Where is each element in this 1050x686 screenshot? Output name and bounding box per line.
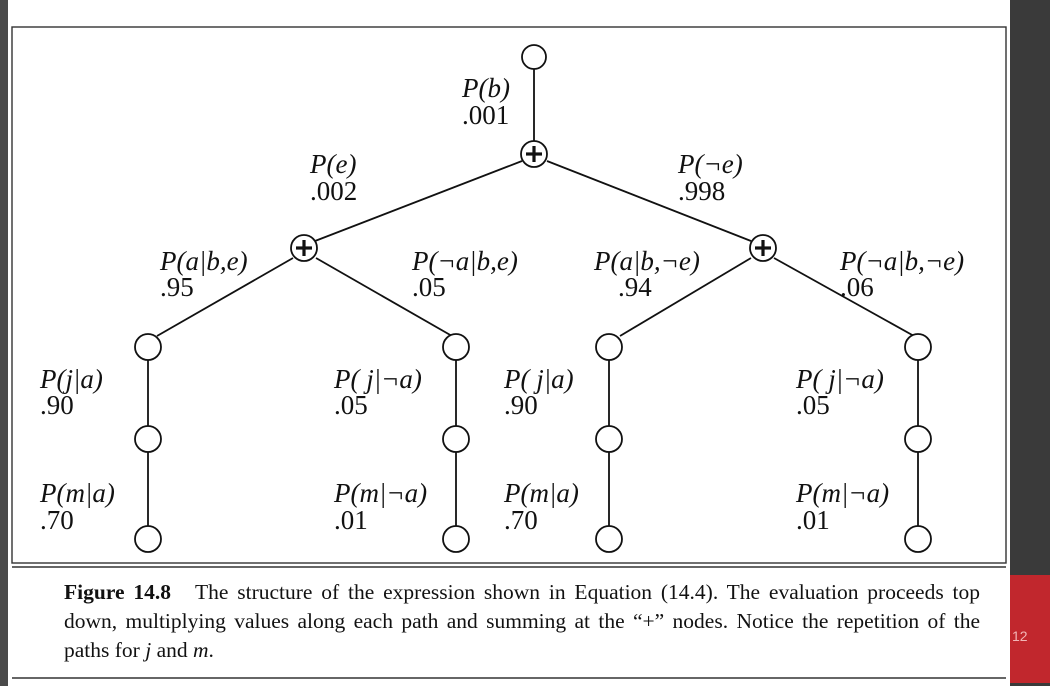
node-j-1 [134, 425, 162, 453]
label-not-a-given-b-not-e-value: .06 [840, 272, 874, 302]
label-m-given-a-value-2: .70 [504, 505, 538, 535]
node-j-2 [442, 425, 470, 453]
tree-edges [147, 69, 919, 526]
caption-and: and [151, 638, 193, 662]
label-j-given-a-term-1: P(j|a) [39, 364, 103, 394]
node-a-1 [134, 333, 162, 361]
caption-end: . [208, 638, 214, 662]
node-a-3 [595, 333, 623, 361]
node-a-2 [442, 333, 470, 361]
figure-frame [11, 26, 1007, 564]
label-j-given-a-term-2: P( j|a) [503, 364, 574, 394]
label-j-given-a-value-1: .90 [40, 390, 74, 420]
label-m-given-a-value-1: .70 [40, 505, 74, 535]
label-e-term: P(e) [309, 149, 356, 179]
label-not-e-term: P(¬e) [677, 149, 743, 179]
label-not-a-given-b-e-term: P(¬a|b,e) [411, 246, 518, 276]
node-m-3 [595, 525, 623, 553]
label-j-given-not-a-term-2: P( j|¬a) [795, 364, 884, 394]
caption-text: The structure of the expression shown in… [64, 580, 980, 662]
label-a-given-b-e-value: .95 [160, 272, 194, 302]
node-a-4 [904, 333, 932, 361]
label-j-given-not-a-value-1: .05 [334, 390, 368, 420]
figure-label: Figure 14.8 [64, 580, 171, 604]
label-m-given-not-a-value-1: .01 [334, 505, 368, 535]
plus-node-left [290, 234, 318, 262]
label-m-given-not-a-term-2: P(m|¬a) [795, 478, 889, 508]
page-edge-tab [1010, 575, 1050, 683]
node-j-3 [595, 425, 623, 453]
label-a-given-b-e-term: P(a|b,e) [159, 246, 248, 276]
caption-var-j: j [145, 638, 152, 662]
label-a-given-b-not-e-value: .94 [618, 272, 652, 302]
page-number: 12 [1012, 628, 1028, 644]
label-m-given-a-term-2: P(m|a) [503, 478, 579, 508]
viewer-left-edge [0, 0, 8, 686]
plus-node-root [520, 140, 548, 168]
root-node [521, 44, 547, 70]
node-m-1 [134, 525, 162, 553]
label-e-value: .002 [310, 176, 357, 206]
label-j-given-a-value-2: .90 [504, 390, 538, 420]
book-page: P(b) .001 P(e) .002 P(¬e) .998 P(a|b,e) … [8, 0, 1010, 686]
label-a-given-b-not-e-term: P(a|b,¬e) [593, 246, 700, 276]
label-m-given-not-a-term-1: P(m|¬a) [333, 478, 427, 508]
label-root-term: P(b) [461, 73, 510, 103]
label-m-given-not-a-value-2: .01 [796, 505, 830, 535]
caption-var-m: m [192, 638, 209, 662]
label-not-a-given-b-e-value: .05 [412, 272, 446, 302]
probability-tree-diagram: P(b) .001 P(e) .002 P(¬e) .998 P(a|b,e) … [11, 26, 1007, 679]
label-j-given-not-a-value-2: .05 [796, 390, 830, 420]
label-j-given-not-a-term-1: P( j|¬a) [333, 364, 422, 394]
node-j-4 [904, 425, 932, 453]
node-m-4 [904, 525, 932, 553]
label-m-given-a-term-1: P(m|a) [39, 478, 115, 508]
label-not-a-given-b-not-e-term: P(¬a|b,¬e) [839, 246, 964, 276]
label-root-value: .001 [462, 100, 509, 130]
label-not-e-value: .998 [678, 176, 725, 206]
node-m-2 [442, 525, 470, 553]
plus-node-right [749, 234, 777, 262]
